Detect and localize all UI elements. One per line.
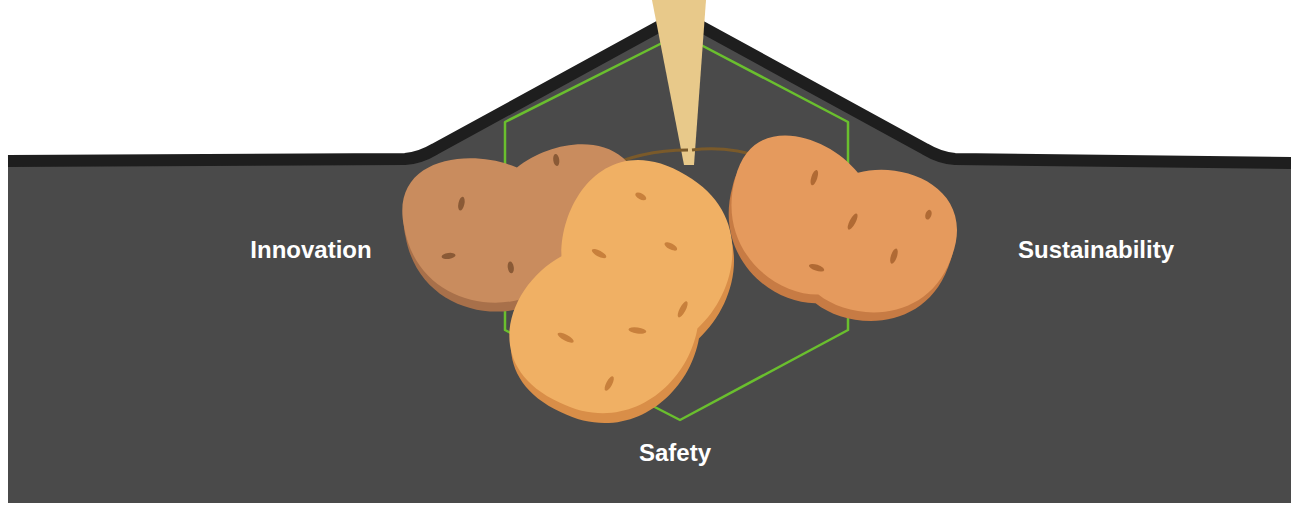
soil-surface bbox=[8, 15, 1291, 163]
pillar-label: Sustainability bbox=[1018, 236, 1174, 264]
potato bbox=[705, 121, 973, 343]
plant-stem bbox=[652, 0, 706, 165]
soil bbox=[8, 14, 1291, 503]
pillar-label: Safety bbox=[639, 439, 711, 467]
pillar-label: Innovation bbox=[250, 236, 371, 264]
potato bbox=[481, 133, 769, 456]
